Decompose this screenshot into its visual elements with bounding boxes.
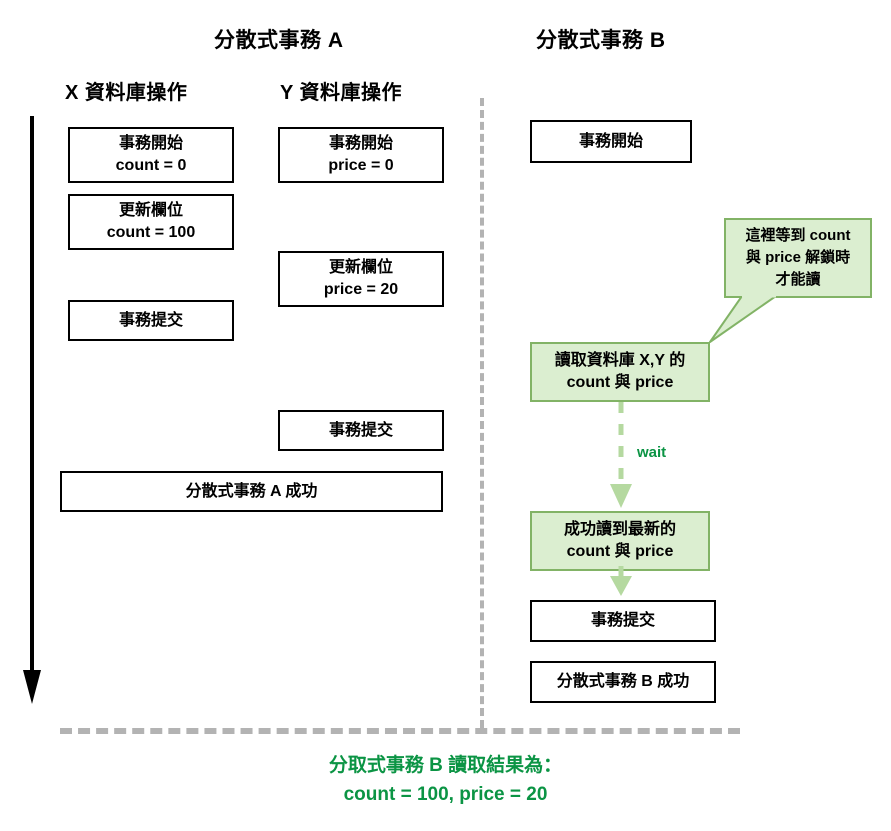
callout-wait-note: 這裡等到 count 與 price 解鎖時 才能讀 xyxy=(724,218,872,298)
footer-result: 分取式事務 B 讀取結果為： count = 100, price = 20 xyxy=(0,752,891,809)
box-line-2: price = 20 xyxy=(323,281,399,298)
box-txn-b-commit: 事務提交 xyxy=(530,600,716,642)
box-line-2: count = 0 xyxy=(115,157,187,174)
box-db-y-commit: 事務提交 xyxy=(278,410,444,451)
box-line-1: 事務提交 xyxy=(328,421,393,439)
callout-line-2: 與 price 解鎖時 xyxy=(745,249,851,267)
box-line-1: 事務開始 xyxy=(118,135,183,153)
callout-line-1: 這裡等到 count xyxy=(745,227,851,245)
box-transaction-a-success: 分散式事務 A 成功 xyxy=(60,471,443,512)
box-line-1: 事務提交 xyxy=(590,612,655,630)
box-line-2: count 與 price xyxy=(566,543,674,560)
green-connector-arrow-icon xyxy=(608,566,634,602)
box-txn-b-read-success: 成功讀到最新的 count 與 price xyxy=(530,511,710,571)
box-db-y-update: 更新欄位 price = 20 xyxy=(278,251,444,307)
box-line-1: 分散式事務 B 成功 xyxy=(556,673,690,691)
box-line-2: count = 100 xyxy=(106,224,196,241)
box-line-1: 事務開始 xyxy=(328,135,393,153)
footer-line-1: 分取式事務 B 讀取結果為： xyxy=(328,755,563,776)
callout-line-3: 才能讀 xyxy=(775,270,821,288)
box-line-1: 成功讀到最新的 xyxy=(563,521,676,539)
timeline-arrow-icon xyxy=(20,112,44,708)
footer-line-2: count = 100, price = 20 xyxy=(343,783,548,805)
box-line-1: 分散式事務 A 成功 xyxy=(185,482,318,500)
wait-label: wait xyxy=(637,444,667,461)
column-header-db-y: Y 資料庫操作 xyxy=(280,82,403,104)
box-txn-b-begin: 事務開始 xyxy=(530,120,692,163)
wait-dashed-arrow-icon xyxy=(608,402,634,512)
box-db-x-begin: 事務開始 count = 0 xyxy=(68,127,234,183)
vertical-dashed-separator xyxy=(480,98,484,728)
horizontal-dashed-separator xyxy=(60,728,740,734)
column-header-db-x: X 資料庫操作 xyxy=(65,82,188,104)
title-transaction-a: 分散式事務 A xyxy=(214,29,344,52)
box-line-2: count 與 price xyxy=(566,374,674,391)
title-transaction-b: 分散式事務 B xyxy=(536,29,666,52)
box-txn-b-success: 分散式事務 B 成功 xyxy=(530,661,716,703)
box-db-y-begin: 事務開始 price = 0 xyxy=(278,127,444,183)
box-db-x-update: 更新欄位 count = 100 xyxy=(68,194,234,250)
box-line-1: 事務提交 xyxy=(118,311,183,329)
box-line-1: 更新欄位 xyxy=(328,259,393,277)
box-txn-b-read: 讀取資料庫 X,Y 的 count 與 price xyxy=(530,342,710,402)
callout-tail-icon xyxy=(690,296,800,346)
box-line-1: 事務開始 xyxy=(578,132,643,150)
box-line-1: 讀取資料庫 X,Y 的 xyxy=(554,352,686,370)
box-line-1: 更新欄位 xyxy=(118,202,183,220)
box-db-x-commit: 事務提交 xyxy=(68,300,234,341)
box-line-2: price = 0 xyxy=(328,157,394,174)
